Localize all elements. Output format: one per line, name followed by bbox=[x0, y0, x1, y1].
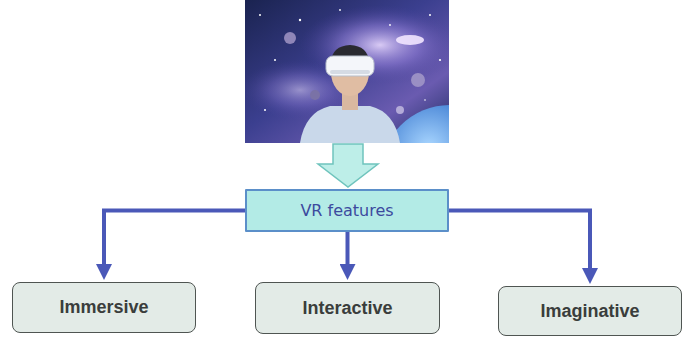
box-label: VR features bbox=[300, 201, 393, 220]
person-shirt bbox=[300, 106, 400, 143]
box-label: Interactive bbox=[302, 298, 392, 319]
galaxy bbox=[396, 35, 424, 45]
asteroid bbox=[396, 106, 404, 114]
asteroid bbox=[284, 32, 296, 44]
stars bbox=[259, 9, 441, 111]
vr-photo bbox=[245, 0, 449, 143]
vr-headset bbox=[326, 56, 374, 76]
feature-box: VR features bbox=[245, 189, 449, 232]
feature-item-box: Immersive bbox=[12, 282, 196, 333]
branch-arrow bbox=[449, 211, 590, 269]
box-label: Immersive bbox=[59, 297, 148, 318]
vr-headset-band bbox=[330, 70, 370, 74]
branch-arrow bbox=[346, 232, 350, 264]
feature-item-box: Imaginative bbox=[498, 286, 682, 336]
feature-item-box: Interactive bbox=[255, 282, 440, 334]
box-label: Imaginative bbox=[540, 301, 639, 322]
asteroid bbox=[411, 73, 425, 87]
branch-arrow bbox=[104, 211, 245, 265]
asteroid bbox=[310, 90, 320, 100]
down-arrow bbox=[318, 144, 378, 187]
